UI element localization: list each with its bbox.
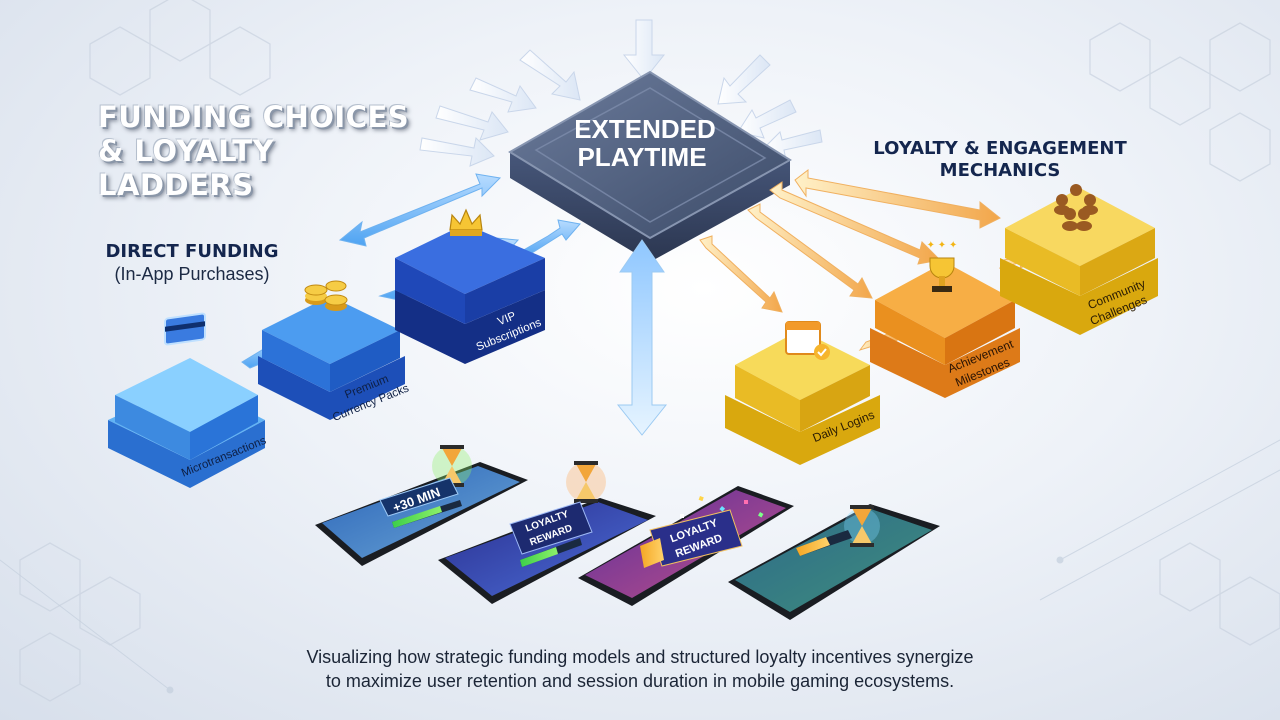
- loyalty-heading: LOYALTY & ENGAGEMENT MECHANICS: [860, 138, 1140, 182]
- direct-funding-subheading: (In-App Purchases): [114, 264, 270, 284]
- vertical-double-arrow: [616, 239, 668, 436]
- direct-funding-heading: DIRECT FUNDING: [105, 241, 279, 262]
- caption: Visualizing how strategic funding models…: [240, 645, 1040, 693]
- credit-card-icon: [164, 312, 206, 346]
- main-title: FUNDING CHOICES & LOYALTY LADDERS: [98, 100, 438, 202]
- crown-icon: [449, 208, 483, 236]
- phone-1: +30 MIN: [315, 445, 528, 566]
- phone-2: LOYALTY REWARD: [438, 461, 656, 604]
- loyalty-step-community-challenges: Community Challenges: [1000, 184, 1158, 335]
- hub-title-line2: PLAYTIME: [577, 142, 706, 172]
- gold-coins-icon: [304, 280, 348, 311]
- loyalty-heading-line1: LOYALTY & ENGAGEMENT: [873, 138, 1127, 159]
- calendar-check-icon: [785, 321, 830, 360]
- hourglass-icon: [432, 445, 472, 487]
- loyalty-heading-line2: MECHANICS: [939, 160, 1061, 181]
- extended-playtime-hub: EXTENDED PLAYTIME: [508, 70, 792, 262]
- svg-text:✦ ✦ ✦: ✦ ✦ ✦: [927, 240, 958, 251]
- hourglass-icon: [844, 505, 880, 547]
- funding-step-vip-subscriptions: VIP Subscriptions: [395, 208, 545, 364]
- hourglass-icon: [566, 461, 606, 503]
- caption-line2: to maximize user retention and session d…: [325, 671, 955, 691]
- community-group-icon: [1054, 184, 1098, 231]
- funding-step-microtransactions: Microtransactions: [108, 312, 268, 488]
- main-title-line2: & LOYALTY LADDERS: [98, 134, 275, 202]
- loyalty-step-daily-logins: Daily Logins: [725, 321, 880, 465]
- trophy-icon: ✦ ✦ ✦: [927, 240, 958, 292]
- funding-step-currency-packs: Premium Currency Packs: [258, 280, 411, 424]
- main-title-line1: FUNDING CHOICES: [98, 100, 410, 134]
- phone-4: [728, 504, 940, 620]
- hub-title-line1: EXTENDED: [574, 114, 716, 144]
- confetti: [680, 495, 764, 518]
- loyalty-step-achievement-milestones: ✦ ✦ ✦ Achievement Milestones: [870, 240, 1020, 398]
- caption-line1: Visualizing how strategic funding models…: [306, 647, 974, 667]
